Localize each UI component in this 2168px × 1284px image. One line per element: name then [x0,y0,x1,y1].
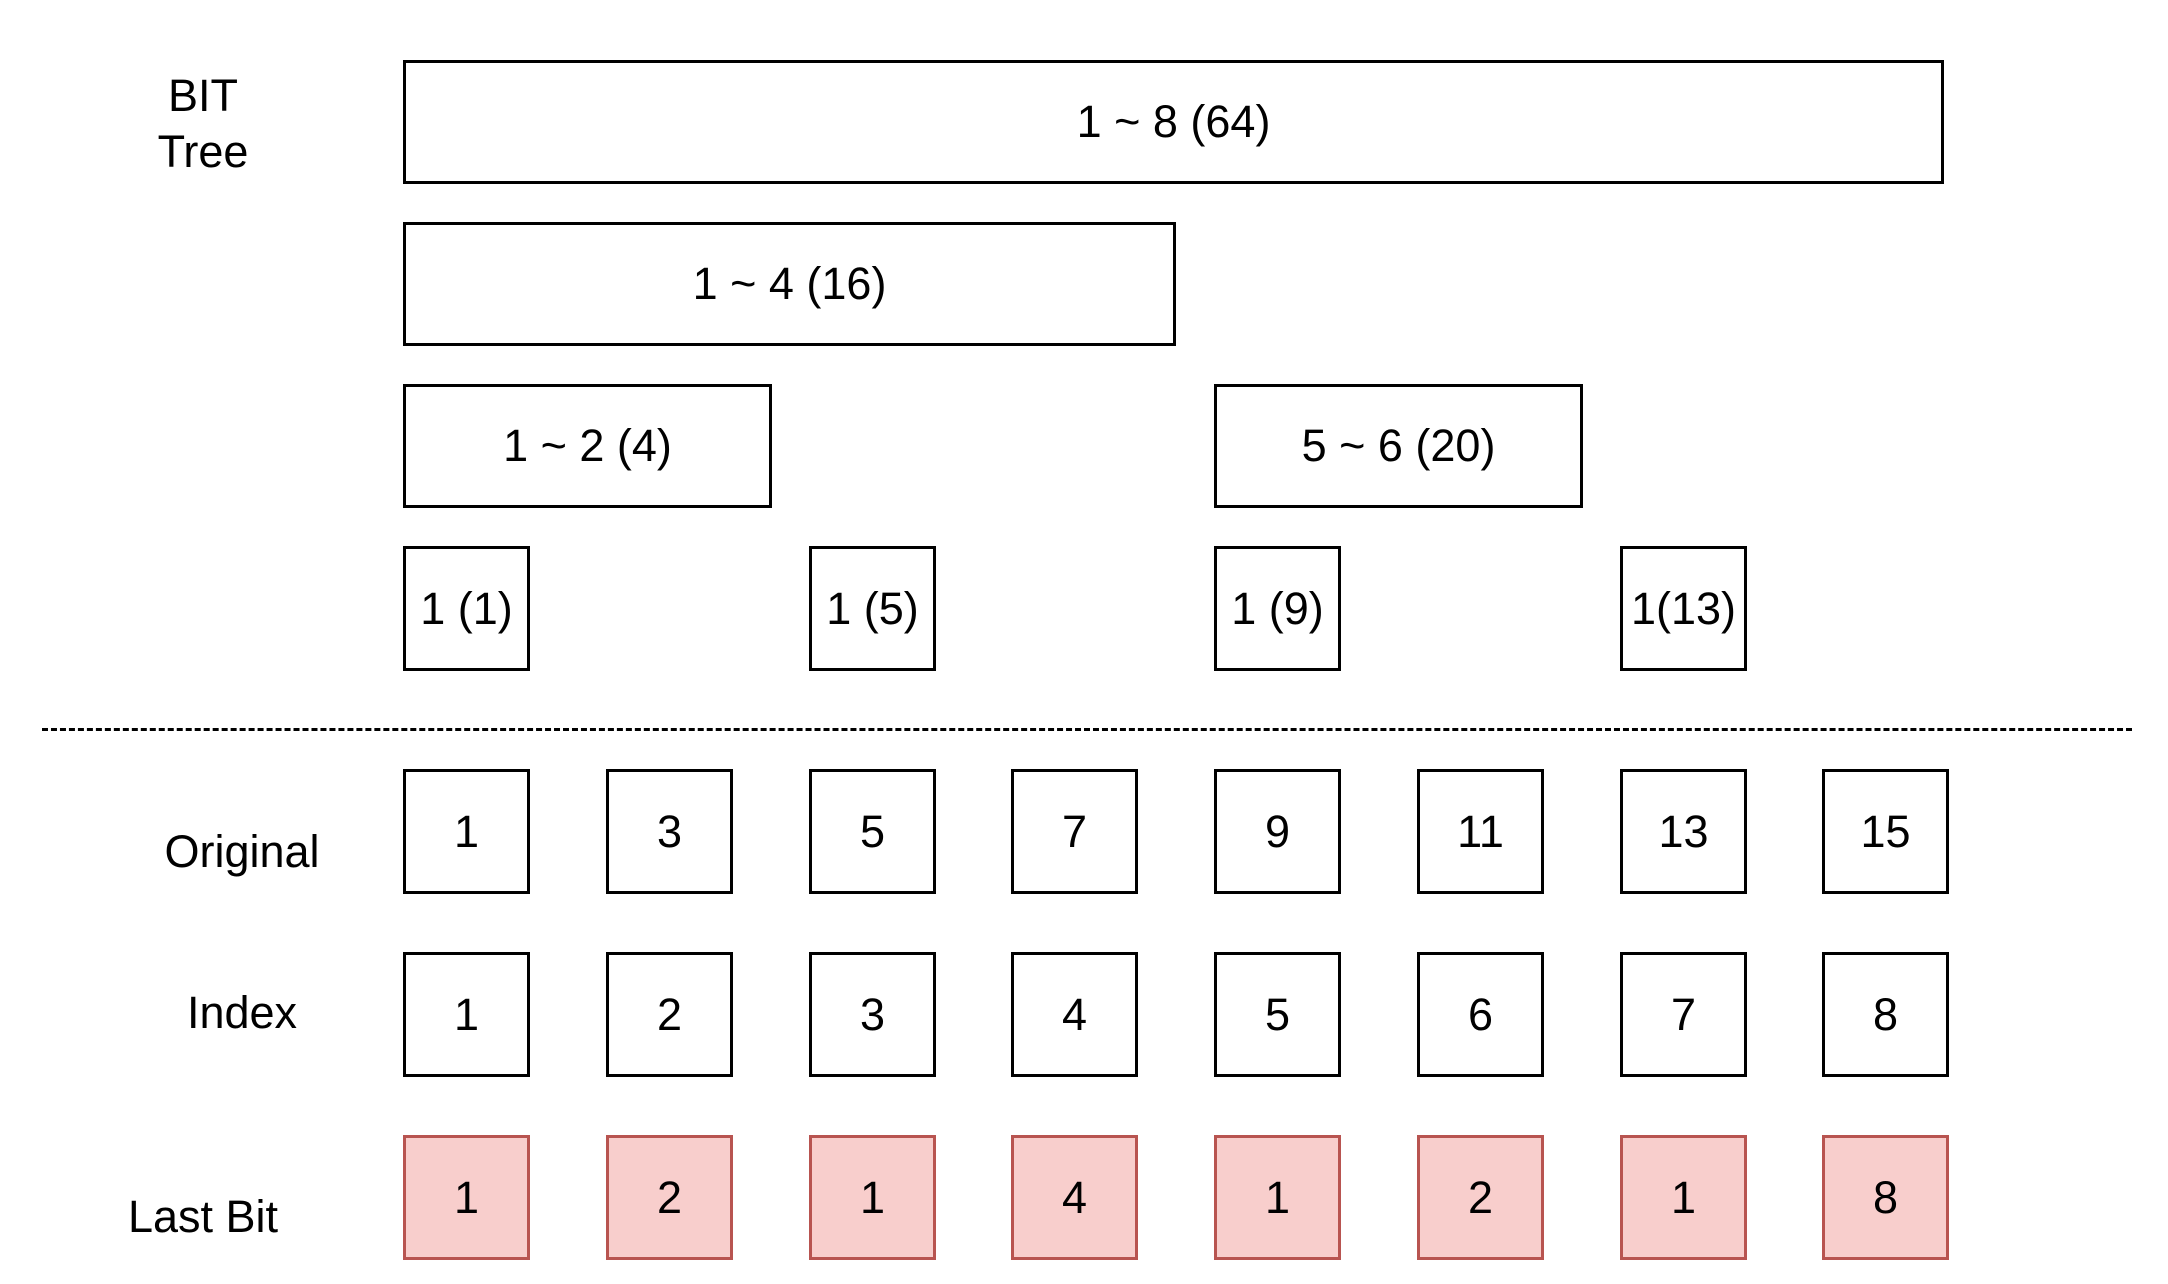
bit-tree-label-line1: BIT [167,70,238,121]
original-cell: 7 [1011,769,1138,894]
index-cell: 5 [1214,952,1341,1077]
last-bit-cell: 8 [1822,1135,1949,1260]
bit-node-1-4: 1 ~ 4 (16) [403,222,1176,346]
last-bit-row-label: Last Bit [127,1191,279,1242]
bit-node-5: 1 (9) [1214,546,1341,671]
bit-tree-label-line2: Tree [157,126,249,177]
index-row-label: Index [186,987,298,1038]
index-cell: 3 [809,952,936,1077]
index-cell: 4 [1011,952,1138,1077]
last-bit-cell: 1 [403,1135,530,1260]
last-bit-cell: 4 [1011,1135,1138,1260]
bit-node-7: 1(13) [1620,546,1747,671]
bit-node-5-6: 5 ~ 6 (20) [1214,384,1583,508]
original-cell: 11 [1417,769,1544,894]
divider-line [42,728,2132,731]
last-bit-cell: 2 [1417,1135,1544,1260]
original-cell: 15 [1822,769,1949,894]
index-cell: 1 [403,952,530,1077]
bit-node-1-2: 1 ~ 2 (4) [403,384,772,508]
bit-tree-label: BIT Tree [150,68,256,180]
bit-node-3: 1 (5) [809,546,936,671]
original-cell: 9 [1214,769,1341,894]
original-cell: 1 [403,769,530,894]
index-cell: 7 [1620,952,1747,1077]
index-cell: 2 [606,952,733,1077]
index-cell: 6 [1417,952,1544,1077]
original-row-label: Original [164,826,320,877]
bit-node-1-8: 1 ~ 8 (64) [403,60,1944,184]
index-cell: 8 [1822,952,1949,1077]
bit-node-1: 1 (1) [403,546,530,671]
last-bit-cell: 1 [1214,1135,1341,1260]
original-cell: 5 [809,769,936,894]
last-bit-cell: 1 [1620,1135,1747,1260]
last-bit-cell: 2 [606,1135,733,1260]
last-bit-cell: 1 [809,1135,936,1260]
original-cell: 3 [606,769,733,894]
original-cell: 13 [1620,769,1747,894]
